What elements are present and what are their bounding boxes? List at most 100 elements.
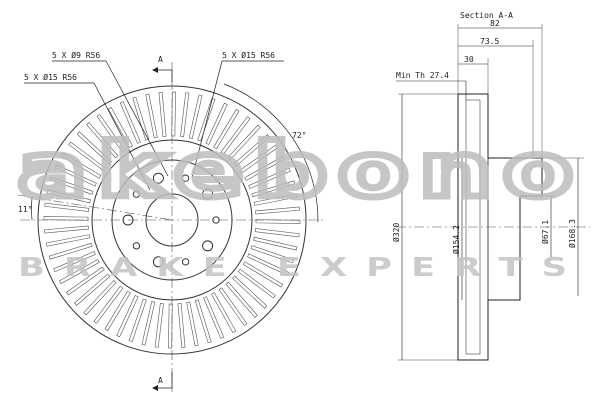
vent-slot <box>86 122 119 159</box>
angle-arc-72 <box>223 83 319 223</box>
vent-slot <box>65 266 105 296</box>
vent-slot <box>119 101 141 144</box>
vent-slot <box>68 141 107 172</box>
dim-30: 30 <box>464 55 474 64</box>
vent-slot <box>128 298 147 343</box>
dim-82: 82 <box>490 19 500 28</box>
vent-slot <box>177 303 186 348</box>
angle-label-11: 11° <box>18 205 32 214</box>
min-thickness: Min Th 27.4 <box>396 71 449 80</box>
hole-label-15mm-left: 5 X Ø15 R56 <box>24 72 77 82</box>
angle-label-72: 72° <box>292 131 306 140</box>
vent-slot <box>132 96 150 141</box>
hole-label-9mm: 5 X Ø9 R56 <box>52 50 100 60</box>
vent-slot <box>145 93 158 139</box>
bolt-hole-large <box>202 188 214 200</box>
dim-67-1: Ø67.1 <box>540 220 550 244</box>
section-arrow-bottom-head <box>152 385 158 391</box>
vent-slot <box>96 113 126 153</box>
vent-slot <box>233 134 270 167</box>
vent-slot <box>227 124 261 160</box>
vent-slot <box>46 189 91 204</box>
section-arrow-bottom <box>156 372 173 389</box>
vent-slot <box>83 280 117 316</box>
section-arrow-top-head <box>152 67 158 73</box>
vent-slot <box>239 144 279 174</box>
section-marker-top: A <box>158 55 163 64</box>
vent-slot <box>44 202 90 212</box>
vent-slot <box>107 106 133 148</box>
vent-slot <box>220 116 251 155</box>
vent-slot <box>225 281 258 318</box>
vent-slot <box>53 251 96 273</box>
vent-slot <box>141 301 156 346</box>
vent-slot <box>180 92 190 138</box>
vent-slot <box>74 273 111 306</box>
vent-slot <box>254 228 300 238</box>
bolt-holes <box>122 172 220 268</box>
section-view: Section A-A 82 73.5 30 Min Th 27.4 Ø320 … <box>391 11 590 361</box>
vent-slot <box>54 164 97 187</box>
ventilation-slots <box>43 91 301 349</box>
vent-slot <box>237 268 276 299</box>
bolt-hole-small <box>181 258 190 266</box>
bolt-hole-small <box>132 242 141 250</box>
leader-15mm-left-diag <box>93 82 151 191</box>
vent-slot <box>248 167 291 189</box>
vent-slot <box>76 131 112 165</box>
dim-154-2: Ø154.2 <box>451 225 461 254</box>
bolt-hole-small <box>181 174 190 182</box>
vent-slot <box>213 108 240 150</box>
vent-slot <box>168 303 173 349</box>
bolt-hole-large <box>202 240 214 252</box>
vent-slot <box>203 296 225 339</box>
vent-slot <box>218 287 248 327</box>
vent-slot <box>93 285 124 324</box>
vent-slot <box>116 295 139 338</box>
vent-slot <box>211 292 237 334</box>
dim-320: Ø320 <box>391 223 401 242</box>
vent-slot <box>58 259 100 285</box>
vent-slot <box>158 92 167 137</box>
vent-slot <box>104 290 131 332</box>
bolt-hole-small <box>132 190 141 198</box>
vent-slot <box>244 155 286 181</box>
brand-tagline: BRAKE EXPERTS <box>18 253 586 283</box>
vent-slot <box>45 234 91 247</box>
vent-slot <box>49 176 94 195</box>
vent-slot <box>250 245 295 264</box>
vent-slot <box>255 219 301 224</box>
front-view: A A 5 X Ø9 R56 5 X Ø15 R56 5 X Ø15 R56 7… <box>17 50 324 392</box>
vent-slot <box>247 253 290 276</box>
vent-slot <box>232 275 268 309</box>
vent-slot <box>197 97 216 142</box>
leader-15mm-right-diag <box>191 60 223 179</box>
vent-slot <box>251 180 296 198</box>
vent-core-gap <box>465 99 481 355</box>
angled-centerline-11 <box>17 194 173 221</box>
vent-slot <box>43 216 89 221</box>
dim-168-3: Ø168.3 <box>567 219 577 248</box>
hole-label-15mm-right: 5 X Ø15 R56 <box>222 50 275 60</box>
vent-slot <box>205 102 228 145</box>
vent-slot <box>194 299 212 344</box>
vent-slot <box>44 225 89 234</box>
vent-slot <box>186 301 199 347</box>
vent-slot <box>242 261 284 288</box>
vent-slot <box>154 302 164 348</box>
vent-slot <box>171 91 176 137</box>
bolt-hole-large <box>152 172 164 184</box>
vent-slot <box>255 206 300 215</box>
section-marker-bottom: A <box>158 376 163 385</box>
brand-watermark: akebono BRAKE EXPERTS <box>15 125 586 284</box>
section-arrow-top <box>156 69 173 82</box>
dim-73-5: 73.5 <box>480 37 499 46</box>
bolt-hole-large <box>152 256 164 268</box>
section-title: Section A-A <box>460 11 513 20</box>
vent-slot <box>48 242 93 260</box>
vent-slot <box>253 193 299 206</box>
vent-slot <box>60 152 102 179</box>
leader-9mm-diag <box>105 60 169 177</box>
vent-slot <box>253 236 298 251</box>
